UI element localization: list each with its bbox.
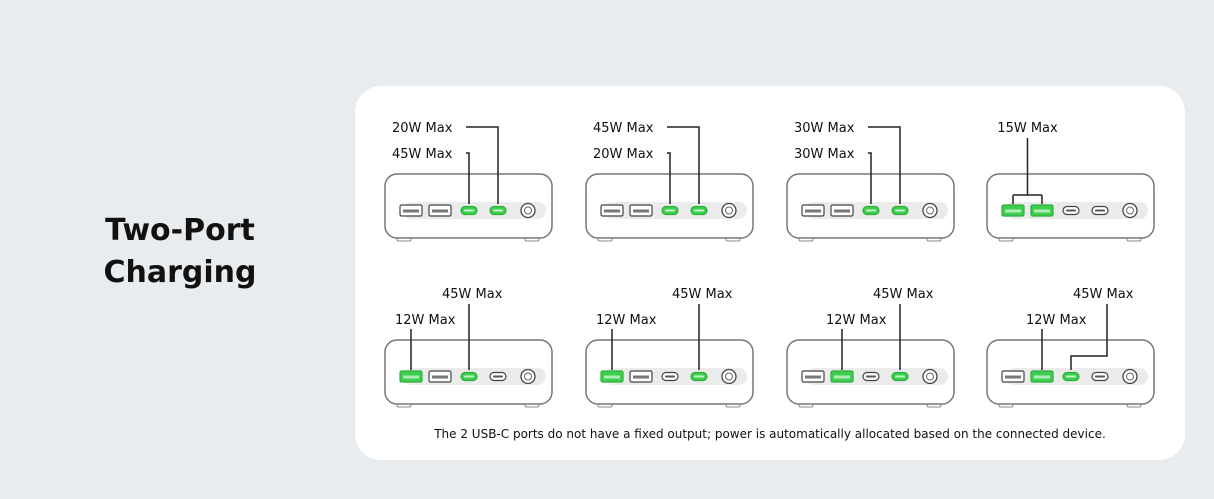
usb-a-tongue (403, 209, 419, 213)
usb-c-tongue (694, 209, 704, 212)
usb-a-tongue (1005, 375, 1021, 379)
section-heading: Two-Port Charging (60, 210, 300, 294)
usb-a-tongue (633, 375, 649, 379)
usb-a-tongue (633, 209, 649, 213)
usb-c-tongue (493, 209, 503, 212)
power-button (922, 202, 938, 219)
wattage-label: 12W Max (1026, 313, 1087, 328)
usb-a-tongue (1034, 209, 1050, 213)
power-button-inner (524, 206, 532, 215)
wattage-label: 30W Max (794, 121, 855, 136)
usb-c-tongue (493, 375, 503, 378)
usb-c-tongue (464, 209, 474, 212)
power-button-inner (926, 206, 934, 215)
heading-line-2: Charging (103, 255, 257, 290)
power-bank-config: 12W Max 45W Max (585, 287, 754, 408)
power-button (1122, 202, 1138, 219)
usb-a-tongue (432, 375, 448, 379)
wattage-label: 12W Max (395, 313, 456, 328)
callout-line (667, 126, 700, 204)
power-button (520, 202, 536, 219)
power-bank-config: 20W Max 45W Max (384, 121, 553, 242)
wattage-label: 45W Max (873, 287, 934, 302)
usb-c-tongue (866, 209, 876, 212)
usb-a-tongue (805, 209, 821, 213)
wattage-label: 12W Max (826, 313, 887, 328)
usb-c-tongue (1095, 375, 1105, 378)
callout-line (1070, 304, 1108, 370)
usb-c-tongue (464, 375, 474, 378)
usb-c-tongue (665, 209, 675, 212)
power-bank-config: 15W Max (986, 121, 1155, 242)
usb-a-tongue (604, 209, 620, 213)
wattage-label: 45W Max (593, 121, 654, 136)
heading-line-1: Two-Port (105, 213, 255, 248)
usb-c-tongue (895, 209, 905, 212)
power-bank-config: 30W Max 30W Max (786, 121, 955, 242)
usb-a-tongue (1034, 375, 1050, 379)
usb-a-tongue (805, 375, 821, 379)
wattage-label: 15W Max (997, 121, 1058, 136)
power-button (721, 368, 737, 385)
usb-a-tongue (834, 375, 850, 379)
usb-c-tongue (866, 375, 876, 378)
usb-c-tongue (694, 375, 704, 378)
wattage-label: 45W Max (392, 147, 453, 162)
callout-line (868, 126, 901, 204)
wattage-label: 45W Max (1073, 287, 1134, 302)
usb-c-tongue (1095, 209, 1105, 212)
usb-c-tongue (1066, 209, 1076, 212)
power-button-inner (725, 206, 733, 215)
power-button (721, 202, 737, 219)
power-bank-config: 12W Max 45W Max (786, 287, 955, 408)
wattage-label: 20W Max (593, 147, 654, 162)
power-button-inner (1126, 206, 1134, 215)
power-bank-config: 45W Max 20W Max (585, 121, 754, 242)
power-button (1122, 368, 1138, 385)
callout-line (868, 152, 872, 204)
power-button (520, 368, 536, 385)
usb-c-tongue (665, 375, 675, 378)
usb-a-tongue (432, 209, 448, 213)
footnote: The 2 USB-C ports do not have a fixed ou… (434, 427, 1106, 441)
usb-a-tongue (1005, 209, 1021, 213)
callout-line (466, 126, 499, 204)
callout-line (667, 152, 671, 204)
wattage-label: 30W Max (794, 147, 855, 162)
usb-c-tongue (1066, 375, 1076, 378)
usb-a-tongue (403, 375, 419, 379)
wattage-label: 45W Max (672, 287, 733, 302)
power-button-inner (1126, 372, 1134, 381)
power-bank-config: 12W Max 45W Max (986, 287, 1155, 408)
wattage-label: 12W Max (596, 313, 657, 328)
power-button-inner (926, 372, 934, 381)
power-button-inner (524, 372, 532, 381)
power-button-inner (725, 372, 733, 381)
usb-a-tongue (604, 375, 620, 379)
callout-line (466, 152, 470, 204)
callout-line (1012, 138, 1043, 204)
wattage-label: 20W Max (392, 121, 453, 136)
power-button (922, 368, 938, 385)
power-bank-config: 12W Max 45W Max (384, 287, 553, 408)
usb-c-tongue (895, 375, 905, 378)
wattage-label: 45W Max (442, 287, 503, 302)
usb-a-tongue (834, 209, 850, 213)
